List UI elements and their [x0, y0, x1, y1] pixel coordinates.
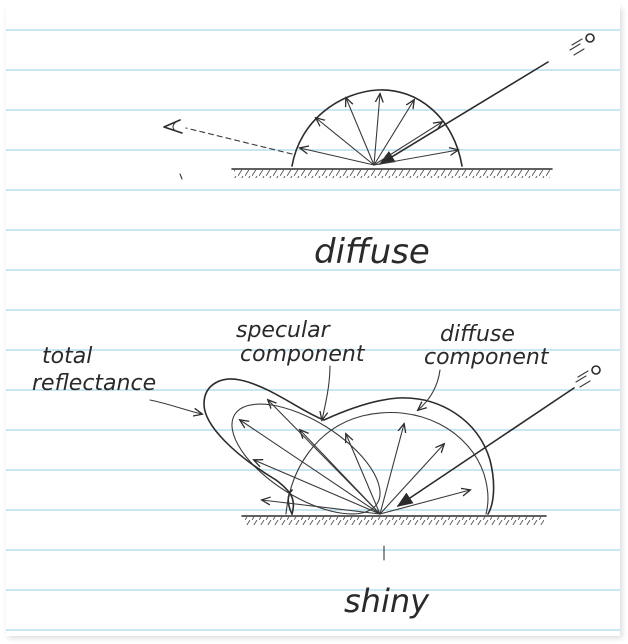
diffuse-diagram — [163, 33, 595, 180]
label-diffuse-line1: diffuse — [440, 322, 515, 347]
ruled-lines — [6, 29, 620, 631]
diffuse-hemisphere — [291, 89, 463, 167]
label-total-line1: total — [42, 344, 92, 369]
light-source-icon — [575, 365, 601, 388]
pencil-mark — [179, 173, 183, 180]
label-diffuse-component: diffuse component — [424, 322, 550, 370]
label-diffuse-line2: component — [424, 345, 550, 370]
label-total-line2: reflectance — [32, 371, 156, 396]
diffuse-scattered-rays — [300, 94, 458, 166]
shiny-surface-hatch — [244, 517, 544, 525]
diffuse-view-ray — [185, 127, 293, 155]
label-specular-component: specular component — [236, 318, 366, 367]
total-reflectance-outline — [203, 378, 495, 515]
light-source-icon — [569, 33, 595, 56]
shiny-caption: shiny — [344, 582, 430, 620]
label-total-reflectance: total reflectance — [32, 344, 156, 396]
shiny-diffuse-lobe — [285, 411, 489, 515]
shiny-reflected-rays — [240, 400, 470, 515]
diffuse-surface-hatch — [234, 170, 550, 178]
label-specular-line2: component — [240, 342, 366, 367]
shiny-diagram — [149, 365, 601, 561]
leader-total-reflectance — [149, 399, 202, 414]
eye-icon — [163, 119, 183, 134]
specular-lobe — [231, 403, 381, 515]
outline-tail — [287, 489, 293, 515]
diffuse-incoming-ray — [378, 61, 549, 165]
label-specular-line1: specular — [236, 318, 332, 343]
leader-specular — [322, 365, 331, 420]
shiny-incoming-ray — [396, 387, 575, 507]
leader-diffuse — [418, 369, 441, 410]
paper — [6, 4, 620, 636]
diffuse-caption: diffuse — [314, 232, 430, 272]
